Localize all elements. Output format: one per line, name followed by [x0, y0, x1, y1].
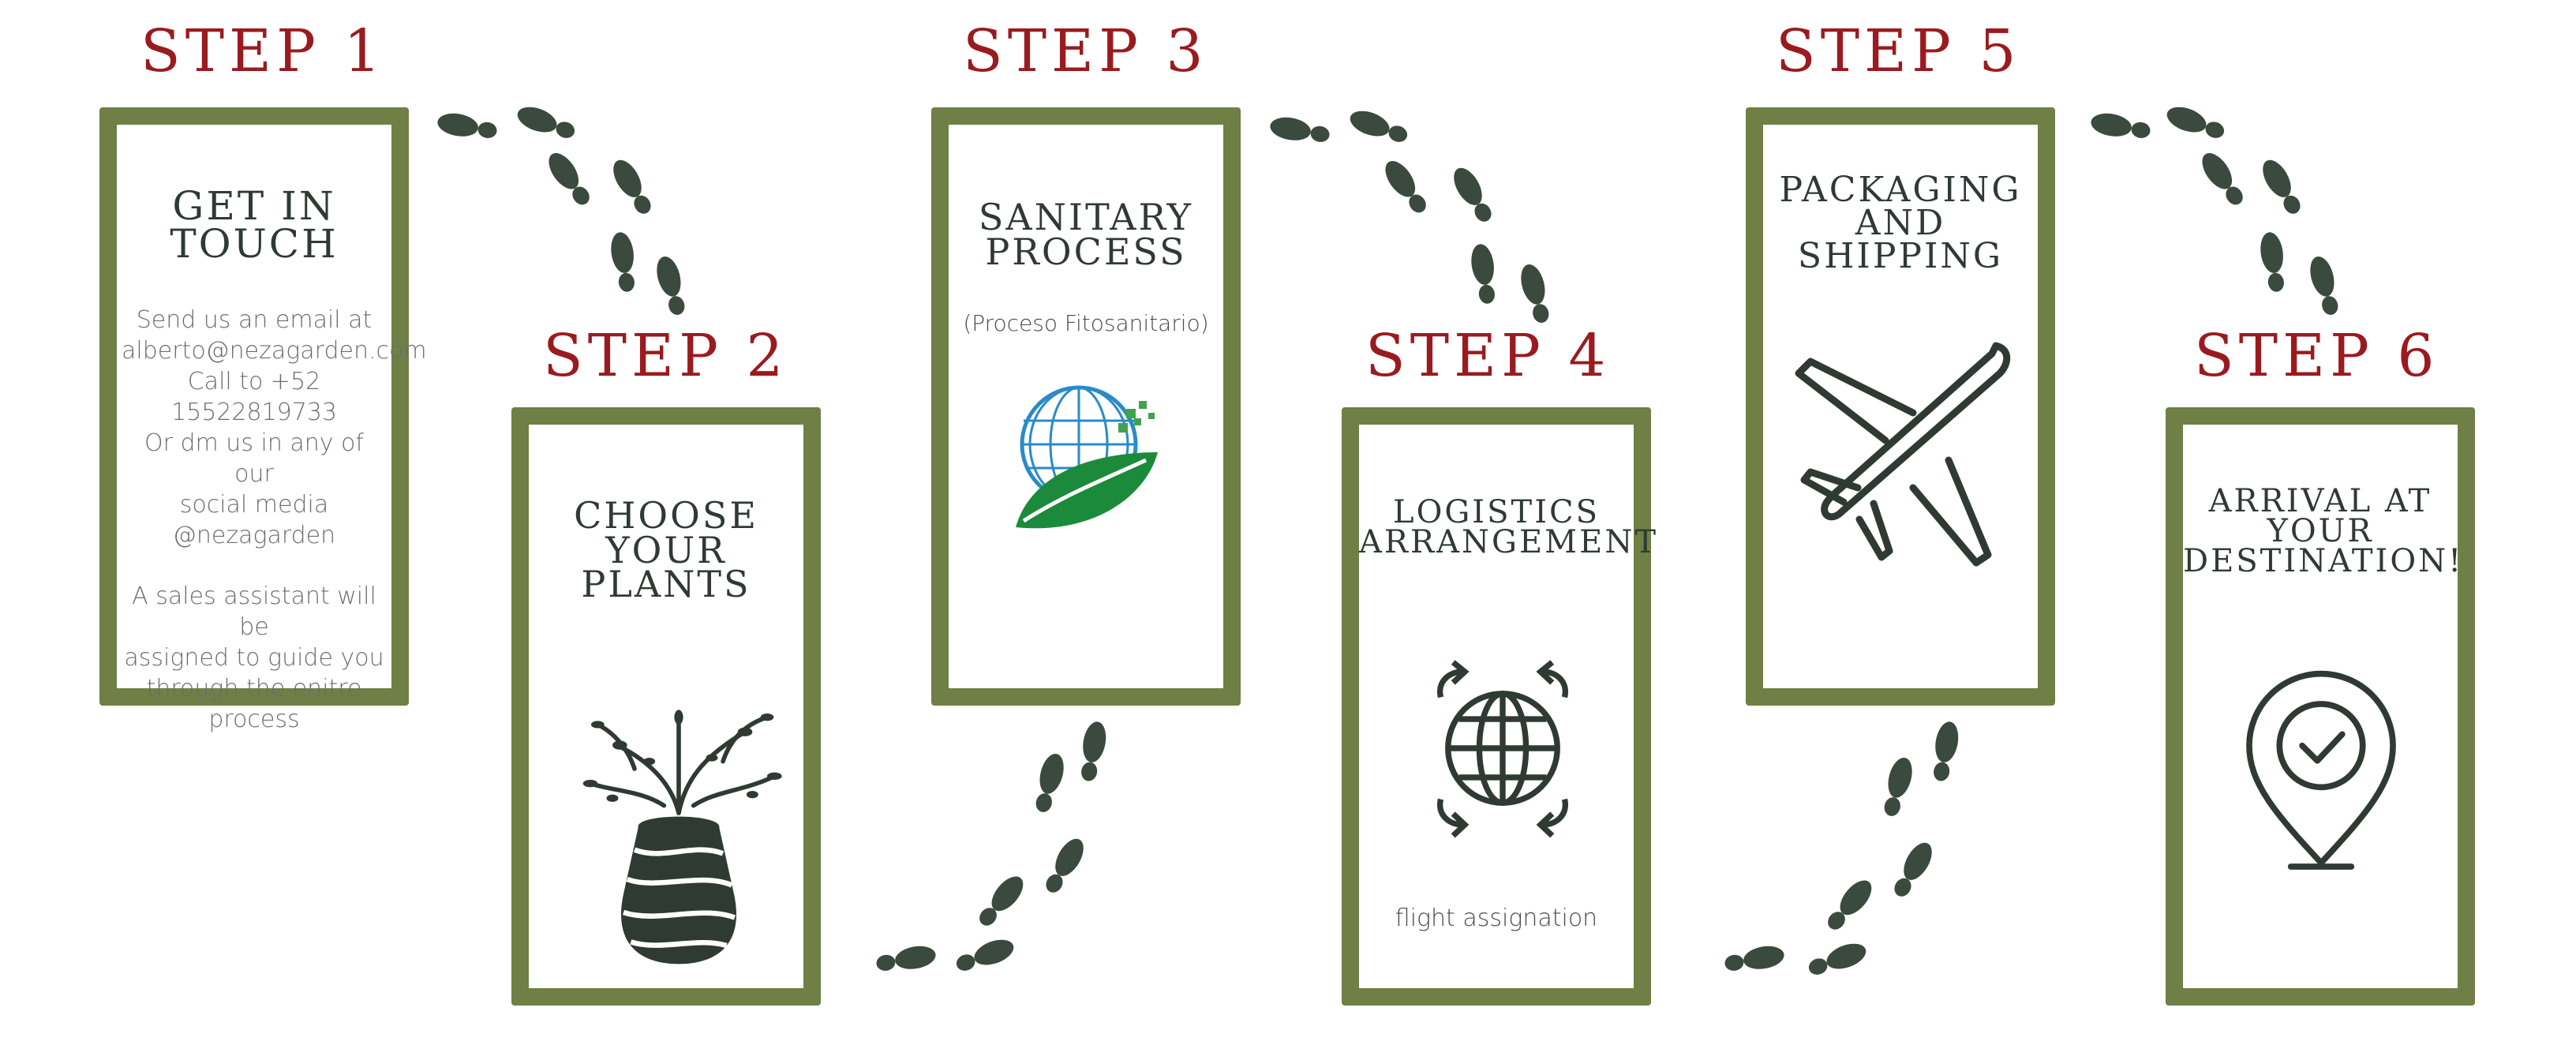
- footprints-4-5: [1723, 720, 1962, 980]
- globe-arrows-icon: [1436, 660, 1569, 838]
- step-1-contact-text: Send us an email at alberto@nezagarden.c…: [122, 305, 427, 735]
- contact-line: Or dm us in any of our: [144, 429, 364, 488]
- footprints-1-2: [436, 102, 690, 318]
- social-handle: @nezagarden: [172, 522, 336, 549]
- email-address: alberto@nezagarden.com: [122, 337, 427, 365]
- step-2-title: CHOOSE YOUR PLANTS: [574, 494, 758, 606]
- step-4-card: LOGISTICS ARRANGEMENT flight assignation: [1342, 407, 1658, 1006]
- assistant-line: A sales assistant will be: [132, 582, 376, 641]
- footprints-2-3: [874, 720, 1110, 976]
- step-5-card: PACKAGING AND SHIPPING: [1746, 107, 2055, 706]
- step-1-label: STEP 1: [140, 17, 386, 85]
- footprints-5-6: [2089, 102, 2343, 318]
- step-5-label: STEP 5: [1776, 17, 2021, 85]
- phytosanitary-globe-leaf-logo: [1016, 385, 1158, 529]
- footprints-3-4: [1268, 106, 1554, 326]
- step-3-label: STEP 3: [963, 17, 1208, 85]
- step-1-card: GET IN TOUCH Send us an email at alberto…: [99, 107, 427, 733]
- contact-line: Call to +52: [187, 368, 321, 395]
- step-6-title: ARRIVAL AT YOUR DESTINATION!: [2183, 483, 2464, 579]
- assistant-line: process: [208, 706, 300, 733]
- step-6-label: STEP 6: [2194, 322, 2439, 390]
- phone-number: 15522819733: [171, 399, 337, 426]
- step-3-subtitle: (Proceso Fitosanitario): [963, 310, 1209, 336]
- step-1-title: GET IN TOUCH: [170, 183, 339, 267]
- contact-line: social media: [179, 491, 329, 519]
- assistant-line: assigned to guide you: [124, 644, 384, 672]
- contact-line: Send us an email at: [136, 306, 373, 334]
- step-6-card: ARRIVAL AT YOUR DESTINATION!: [2166, 407, 2475, 1006]
- airplane-icon: [1795, 342, 2011, 567]
- step-2-card: CHOOSE YOUR PLANTS: [511, 407, 821, 1006]
- assistant-line: through the enitre: [146, 675, 362, 702]
- step-5-title: PACKAGING AND SHIPPING: [1779, 170, 2022, 276]
- step-2-label: STEP 2: [543, 322, 788, 390]
- step-4-label: STEP 4: [1365, 322, 1611, 390]
- caudex-plant-icon: [582, 710, 782, 964]
- step-4-subtitle: flight assignation: [1395, 905, 1598, 932]
- step-4-title: LOGISTICS ARRANGEMENT: [1359, 494, 1658, 560]
- step-3-title: SANITARY PROCESS: [978, 196, 1194, 273]
- step-3-card: SANITARY PROCESS (Proceso Fitosanitario): [931, 107, 1241, 706]
- location-check-pin-icon: [2246, 670, 2396, 870]
